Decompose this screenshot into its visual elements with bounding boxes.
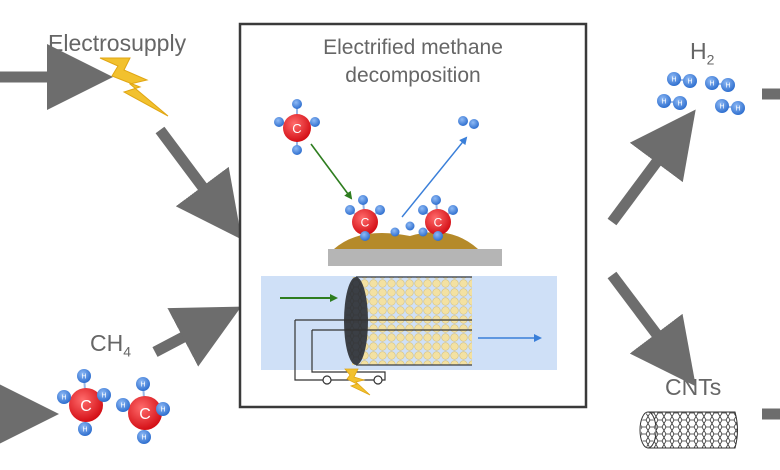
adsorbed-methane-carbon <box>352 209 378 235</box>
lightning-icon <box>99 57 169 117</box>
methane-molecule-1-hydrogen <box>78 422 92 436</box>
methane-molecule-1-hydrogen <box>97 388 111 402</box>
methane-molecule-2-hydrogen-label: H <box>160 406 165 413</box>
h2-molecule-atom <box>667 72 681 86</box>
adsorbed-methane-hydrogen <box>345 205 355 215</box>
h2-molecule-atom-label: H <box>661 98 666 105</box>
adsorbed-methane-hydrogen <box>375 205 385 215</box>
h2-molecule-atom-label: H <box>709 80 714 87</box>
surface-hydrogen <box>418 227 428 237</box>
desorbed-h2-atom <box>458 116 468 126</box>
desorption-arrow <box>401 136 468 218</box>
h2-molecule-atom-label: H <box>719 103 724 110</box>
h2-molecule-atom-label: H <box>725 82 730 89</box>
methane-molecule-2-hydrogen <box>137 430 151 444</box>
h2-molecule-atom-label: H <box>735 105 740 112</box>
adsorbed-ch3-hydrogen <box>418 205 428 215</box>
h2-molecule-atom-label: H <box>677 100 682 107</box>
terminal-right <box>373 375 383 385</box>
bed-inlet-mesh <box>346 279 366 363</box>
h2-label: H2 <box>690 38 714 68</box>
ch4-label-main: CH <box>90 330 124 356</box>
methane-molecule-2-hydrogen <box>116 398 130 412</box>
methane-molecule-2-hydrogen-label: H <box>140 381 145 388</box>
methane-molecule-1-hydrogen <box>77 369 91 383</box>
methane-molecule-2-hydrogen-label: H <box>141 434 146 441</box>
desorbed-h2-atom <box>469 119 479 129</box>
methane-molecule-1-carbon <box>69 388 103 422</box>
adsorption-arrow <box>310 143 353 200</box>
adsorbed-methane-hydrogen <box>360 231 370 241</box>
h2-molecule-atom-label: H <box>687 78 692 85</box>
surface-hydrogen <box>405 221 415 231</box>
methane-incoming-hydrogen <box>310 117 320 127</box>
methane-incoming-hydrogen <box>274 117 284 127</box>
small-lightning-icon <box>344 368 371 396</box>
h2-molecule-atom <box>715 99 729 113</box>
adsorbed-ch3-hydrogen <box>431 195 441 205</box>
methane-molecule-1-hydrogen-label: H <box>61 394 66 401</box>
methane-molecule-1-hydrogen-label: H <box>101 392 106 399</box>
adsorbed-ch3-hydrogen <box>448 205 458 215</box>
substrate-plate <box>328 249 502 266</box>
adsorbed-ch3-hydrogen <box>433 231 443 241</box>
ch4-to-box-arrow <box>152 306 242 367</box>
h2-molecule-atom <box>705 76 719 90</box>
surface-reaction-inset <box>310 136 502 266</box>
terminal-left <box>322 375 332 385</box>
process-box-title: Electrified methane decomposition <box>240 34 586 90</box>
methane-incoming-hydrogen <box>292 99 302 109</box>
adsorbed-ch3-carbon-label: C <box>434 216 443 230</box>
h2-molecule-atom <box>683 74 697 88</box>
ch4-label-sub: 4 <box>123 343 132 360</box>
circuit-wire-right <box>311 330 386 381</box>
methane-incoming-carbon-label: C <box>292 121 301 136</box>
flow-arrows <box>0 44 780 447</box>
methane-molecule-2-hydrogen <box>156 402 170 416</box>
methane-molecule-2-hydrogen <box>136 377 150 391</box>
electro-to-box-arrow <box>155 126 242 240</box>
adsorbed-methane-carbon-label: C <box>361 216 370 230</box>
h2-molecule-atom <box>657 94 671 108</box>
cnt-tube <box>639 411 738 449</box>
adsorbed-methane-hydrogen <box>358 195 368 205</box>
methane-molecule-1-hydrogen <box>57 390 71 404</box>
h2-molecule-atom <box>721 78 735 92</box>
adsorbed-ch3-carbon <box>425 209 451 235</box>
h2-label-main: H <box>690 38 707 64</box>
h2-label-sub: 2 <box>706 51 715 68</box>
circuit-wire <box>294 320 325 381</box>
h2-molecule-atom-label: H <box>671 76 676 83</box>
box-to-cnts-arrow <box>607 271 696 387</box>
cnt-packed-bed <box>352 277 472 365</box>
surface-hydrogen <box>390 227 400 237</box>
methane-molecule-2-carbon <box>128 396 162 430</box>
methane-molecule-1-carbon-label: C <box>80 398 92 415</box>
reactor-inset <box>261 276 557 396</box>
methane-molecule-2-hydrogen-label: H <box>120 402 125 409</box>
process-box-title-line2: decomposition <box>345 64 481 87</box>
h2-molecule-atom <box>731 101 745 115</box>
h2-molecule-atom <box>673 96 687 110</box>
box-to-h2-arrow <box>607 109 696 226</box>
ch4-label: CH4 <box>90 330 131 360</box>
process-box-title-line1: Electrified methane <box>323 36 503 59</box>
methane-molecule-2-carbon-label: C <box>139 406 151 423</box>
methane-molecule-1-hydrogen-label: H <box>81 373 86 380</box>
methane-incoming-hydrogen <box>292 145 302 155</box>
methane-molecule-1-hydrogen-label: H <box>82 426 87 433</box>
methane-incoming-carbon <box>283 114 311 142</box>
